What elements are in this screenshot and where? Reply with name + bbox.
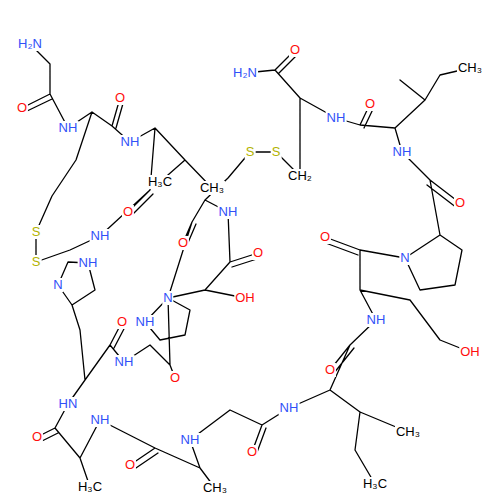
atom-label: NH [58, 121, 79, 135]
atom-label: O [122, 205, 134, 219]
atom-label: O [177, 236, 189, 250]
atom-label: S [245, 145, 256, 159]
atom-label: H₃C [77, 480, 103, 494]
atom-label: O [246, 445, 258, 459]
atom-label: S [31, 225, 42, 239]
atom-label: S [31, 255, 42, 269]
atom-label: NH [326, 111, 347, 125]
atom-label: N [52, 278, 63, 292]
atom-label: O [16, 101, 28, 115]
atom-label: O [289, 43, 301, 57]
atom-label: N [399, 251, 410, 265]
bond-lines [22, 44, 470, 488]
atom-label: H₃C [147, 175, 173, 189]
atom-label: S [271, 145, 282, 159]
atom-label: O [116, 315, 128, 329]
atom-label: NH [114, 355, 135, 369]
atom-label: O [124, 458, 136, 472]
atom-label: H₂N [17, 37, 43, 51]
atom-label: NH [218, 205, 239, 219]
atom-label: O [114, 91, 126, 105]
atom-label: O [252, 246, 264, 260]
atom-label: HN [58, 397, 79, 411]
atom-label: CH₃ [202, 481, 228, 495]
atom-label: NH [120, 135, 141, 149]
atom-label: H₂N [232, 66, 258, 80]
atom-label: OH [459, 345, 481, 359]
atom-label: CH₃ [395, 425, 421, 439]
atom-label: O [319, 230, 331, 244]
atom-label: NH [78, 256, 99, 270]
atom-label: OH [234, 291, 256, 305]
atom-label: H₃C [362, 477, 388, 491]
atom-label: O [324, 363, 336, 377]
atom-label: CH₃ [457, 61, 483, 75]
atom-label: O [364, 97, 376, 111]
atom-label: O [454, 196, 466, 210]
atom-label: NH [366, 313, 387, 327]
atom-label: NH [135, 315, 156, 329]
atom-label: CH₂ [287, 169, 313, 183]
atom-label: NH [90, 229, 111, 243]
atom-label: CH₃ [199, 181, 225, 195]
atom-label: NH [90, 413, 111, 427]
atom-label: O [31, 430, 43, 444]
atom-label: NH [392, 145, 413, 159]
atom-label: N [162, 291, 173, 305]
atom-label: O [169, 371, 181, 385]
atom-label: NH [180, 433, 201, 447]
atom-label: NH [279, 401, 300, 415]
